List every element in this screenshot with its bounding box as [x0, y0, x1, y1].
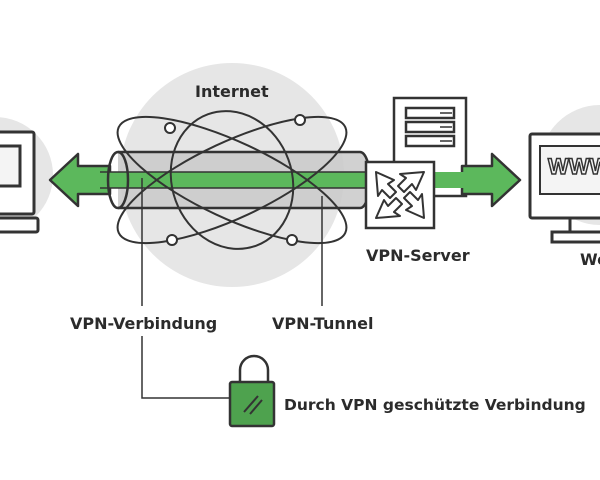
web-label: We — [580, 250, 600, 269]
vpn-server-label: VPN-Server — [366, 246, 470, 265]
vpn-connection-label: VPN-Verbindung — [70, 314, 218, 333]
internet-label: Internet — [195, 82, 269, 101]
router-icon — [364, 160, 436, 230]
protected-connection-label: Durch VPN geschützte Verbindung — [284, 396, 586, 414]
vpn-tunnel-label: VPN-Tunnel — [272, 314, 374, 333]
globe-network-icon — [116, 110, 348, 250]
lock-icon — [228, 354, 276, 428]
flow-bar-right — [430, 172, 494, 188]
monitor-icon — [528, 132, 600, 244]
leader-connection-bottom — [141, 336, 230, 399]
web-screen-text: WWW — [548, 154, 600, 179]
tunnel-mouth — [106, 150, 130, 210]
laptop-icon — [0, 130, 40, 234]
data-flow-bar — [100, 172, 400, 188]
